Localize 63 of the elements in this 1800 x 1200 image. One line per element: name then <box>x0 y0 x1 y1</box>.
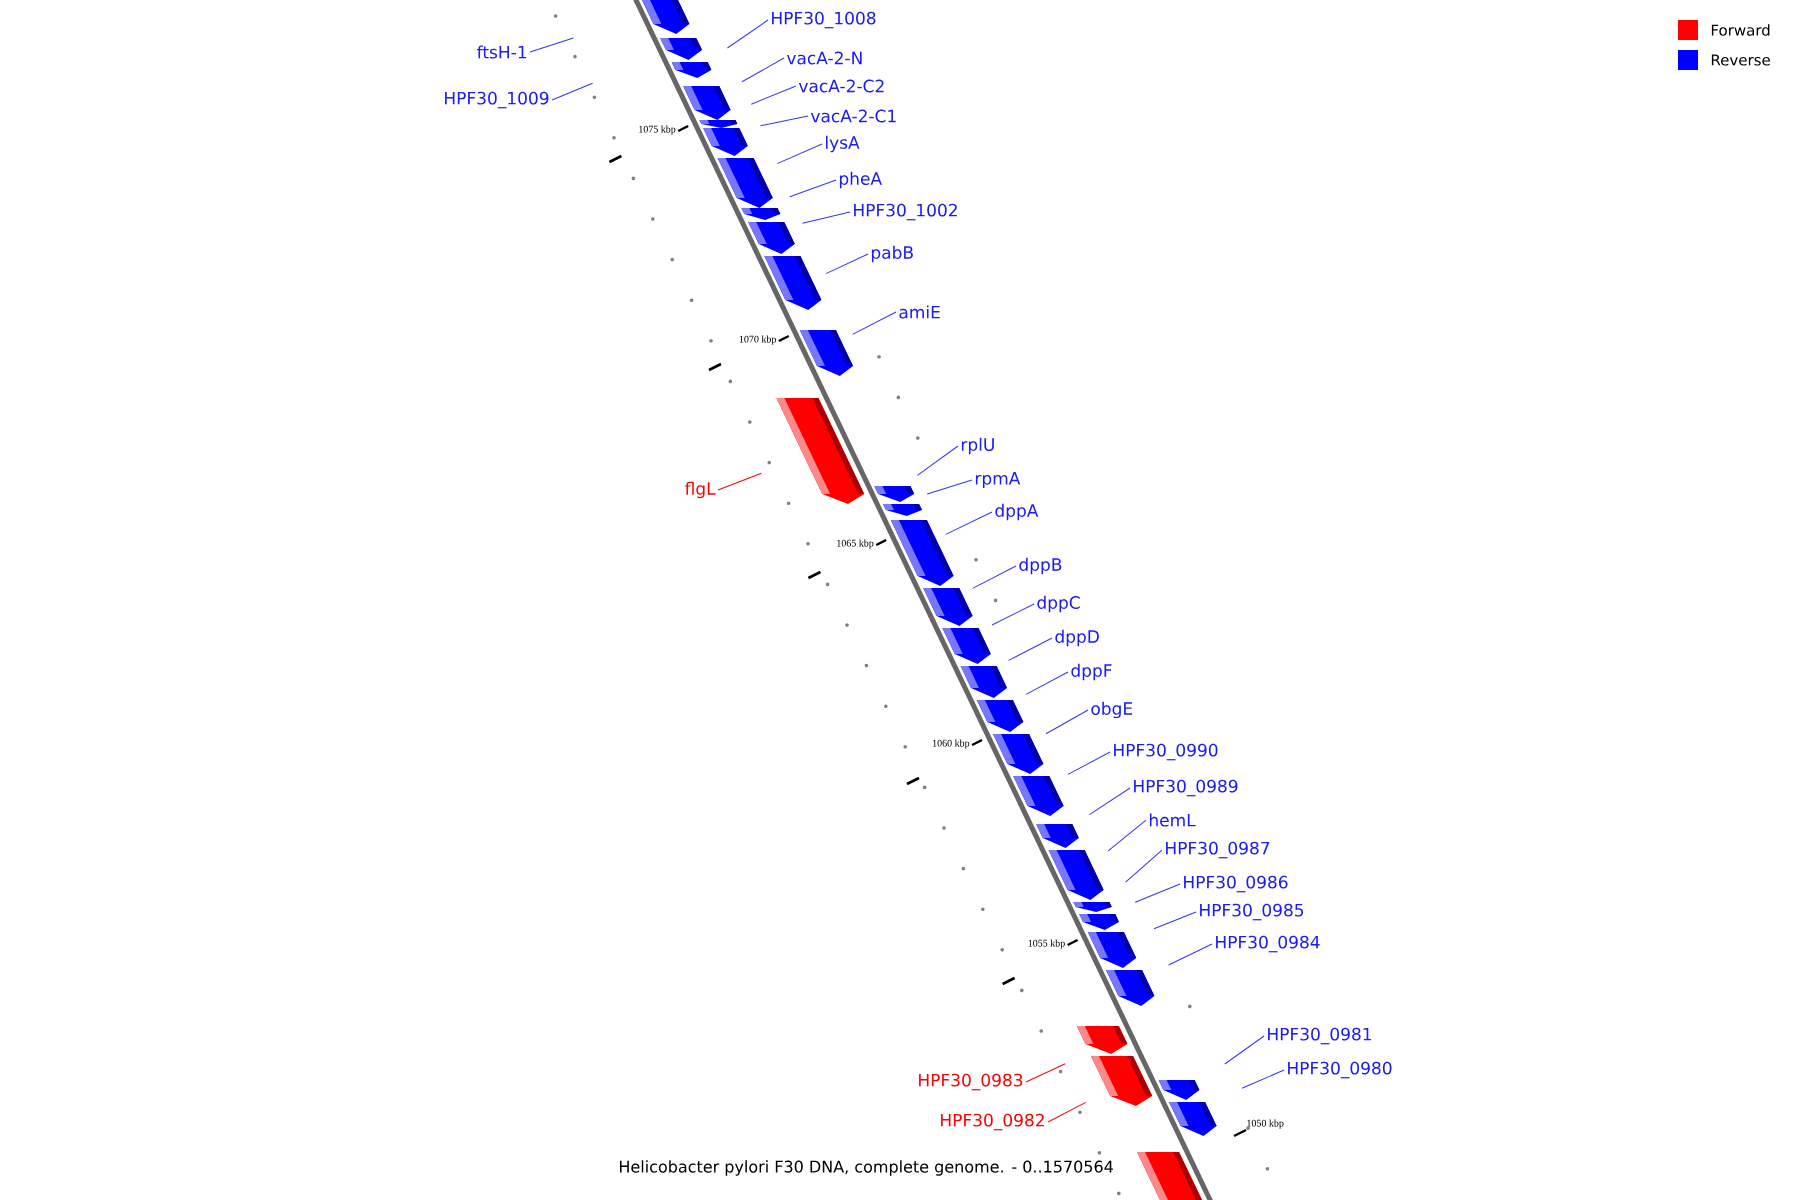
leader-line <box>750 85 797 105</box>
gene-label: vacA-2-N <box>786 51 862 65</box>
leader-line <box>1025 671 1069 695</box>
gene-label: rpmA <box>975 472 1021 488</box>
leader-line <box>741 57 785 83</box>
leader-line <box>825 253 869 275</box>
gene-label: HPF30_0989 <box>1134 779 1238 797</box>
leader-line <box>972 565 1017 589</box>
gene-label: rplU <box>961 437 994 455</box>
leader-line <box>1168 943 1213 966</box>
leader-line <box>801 211 851 224</box>
leader-line <box>1047 1101 1087 1123</box>
leader-line <box>789 179 837 198</box>
gene-label: dppF <box>1071 663 1112 681</box>
leader-line <box>1067 751 1111 775</box>
leader-line <box>529 37 574 53</box>
leader-line <box>551 82 594 101</box>
gene-label: flgL <box>685 481 716 499</box>
leader-line <box>916 445 959 476</box>
gene-label: amiE <box>899 305 940 319</box>
leader-line <box>945 511 993 535</box>
gene-label: HPF30_0982 <box>941 1113 1044 1131</box>
gene-label: obgE <box>1091 701 1133 719</box>
leader-line <box>852 311 897 335</box>
gene-label: HPF30_0987 <box>1166 841 1270 859</box>
leader-line <box>1025 1063 1066 1083</box>
gene-label: vacA-2-C1 <box>810 109 896 123</box>
gene-label: dppC <box>1037 595 1080 613</box>
gene-label: dppD <box>1055 629 1099 647</box>
gene-label: HPF30_0990 <box>1114 743 1218 761</box>
gene-label: vacA-2-C2 <box>798 79 884 93</box>
gene-label: lysA <box>826 135 860 153</box>
leader-line <box>776 143 823 165</box>
leader-line <box>1241 1069 1285 1089</box>
gene-label: HPF30_1002 <box>854 203 957 221</box>
gene-label: hemL <box>1149 813 1196 827</box>
leader-line <box>1224 1035 1265 1065</box>
gene-label: pheA <box>839 171 882 189</box>
gene-label: ftsH-1 <box>477 45 527 59</box>
genome-title: Helicobacter pylori F30 DNA, complete genome. - 0..1570564 <box>616 1158 1116 1178</box>
gene-label: HPF30_0980 <box>1288 1061 1392 1079</box>
leader-line <box>717 472 762 491</box>
gene-label: HPF30_0983 <box>919 1073 1023 1091</box>
gene-label: pabB <box>871 245 913 263</box>
leader-line <box>1125 849 1163 883</box>
gene-label: dppB <box>1019 557 1062 575</box>
gene-label: HPF30_1009 <box>445 91 549 109</box>
leader-line <box>1134 883 1181 903</box>
leader-line <box>926 479 973 495</box>
gene-label: HPF30_0984 <box>1216 935 1320 953</box>
leader-line <box>759 115 809 127</box>
gene-label: HPF30_0986 <box>1184 875 1288 893</box>
leader-line <box>1008 637 1053 661</box>
leader-line <box>1045 709 1089 735</box>
leader-line <box>726 19 769 49</box>
gene-label: HPF30_1008 <box>772 11 876 29</box>
gene-label: dppA <box>995 503 1039 521</box>
leader-line <box>991 603 1035 626</box>
leader-line <box>1107 819 1147 852</box>
leader-line <box>1153 911 1197 930</box>
gene-label: HPF30_0981 <box>1268 1027 1372 1045</box>
gene-label: HPF30_0985 <box>1200 903 1304 921</box>
leader-line <box>1088 787 1131 816</box>
